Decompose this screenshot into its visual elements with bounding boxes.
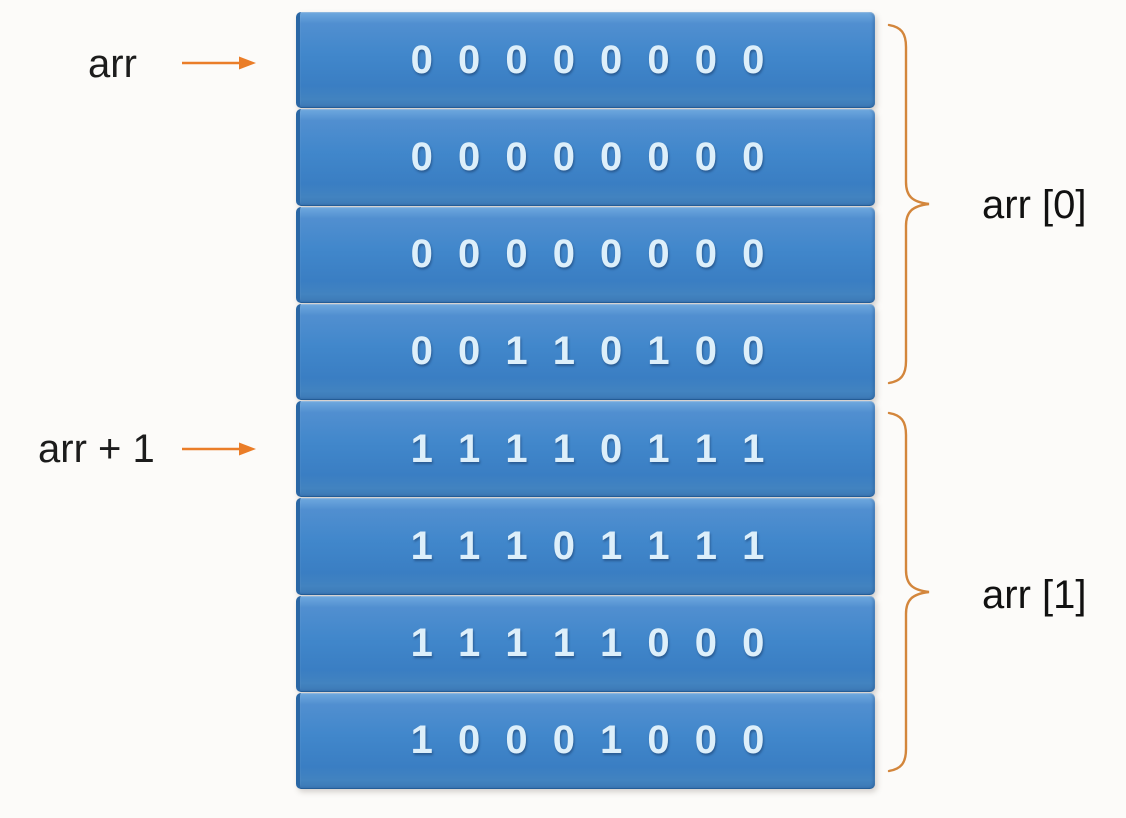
byte-bits: 0 0 0 0 0 0 0 0 [410, 37, 772, 82]
memory-byte-row: 1 1 1 0 1 1 1 1 [296, 498, 875, 595]
byte-bits: 0 0 1 1 0 1 0 0 [410, 329, 772, 374]
memory-bytes-stack: 0 0 0 0 0 0 0 0 0 0 0 0 0 0 0 0 0 0 0 0 … [296, 12, 875, 790]
byte-bits: 1 1 1 1 0 1 1 1 [410, 426, 772, 471]
pointer-arr-plus-1-label: arr + 1 [38, 427, 155, 471]
brace-icon [887, 23, 930, 385]
arrow-right-icon [182, 442, 256, 456]
memory-byte-row: 0 0 0 0 0 0 0 0 [296, 206, 875, 303]
memory-byte-row: 0 0 0 0 0 0 0 0 [296, 12, 875, 109]
byte-bits: 1 1 1 0 1 1 1 1 [410, 523, 772, 568]
byte-bits: 1 0 0 0 1 0 0 0 [410, 718, 772, 763]
brace-icon [887, 411, 930, 773]
memory-byte-row: 0 0 0 0 0 0 0 0 [296, 109, 875, 206]
arrow-right-icon [182, 56, 256, 70]
memory-byte-row: 1 1 1 1 0 1 1 1 [296, 401, 875, 498]
group-label-arr1: arr [1] [982, 573, 1087, 617]
memory-byte-row: 0 0 1 1 0 1 0 0 [296, 303, 875, 400]
memory-byte-row: 1 0 0 0 1 0 0 0 [296, 692, 875, 789]
byte-bits: 0 0 0 0 0 0 0 0 [410, 134, 772, 179]
group-label-arr0: arr [0] [982, 183, 1087, 227]
pointer-arr-label: arr [88, 42, 137, 86]
memory-byte-row: 1 1 1 1 1 0 0 0 [296, 595, 875, 692]
byte-bits: 0 0 0 0 0 0 0 0 [410, 232, 772, 277]
byte-bits: 1 1 1 1 1 0 0 0 [410, 621, 772, 666]
